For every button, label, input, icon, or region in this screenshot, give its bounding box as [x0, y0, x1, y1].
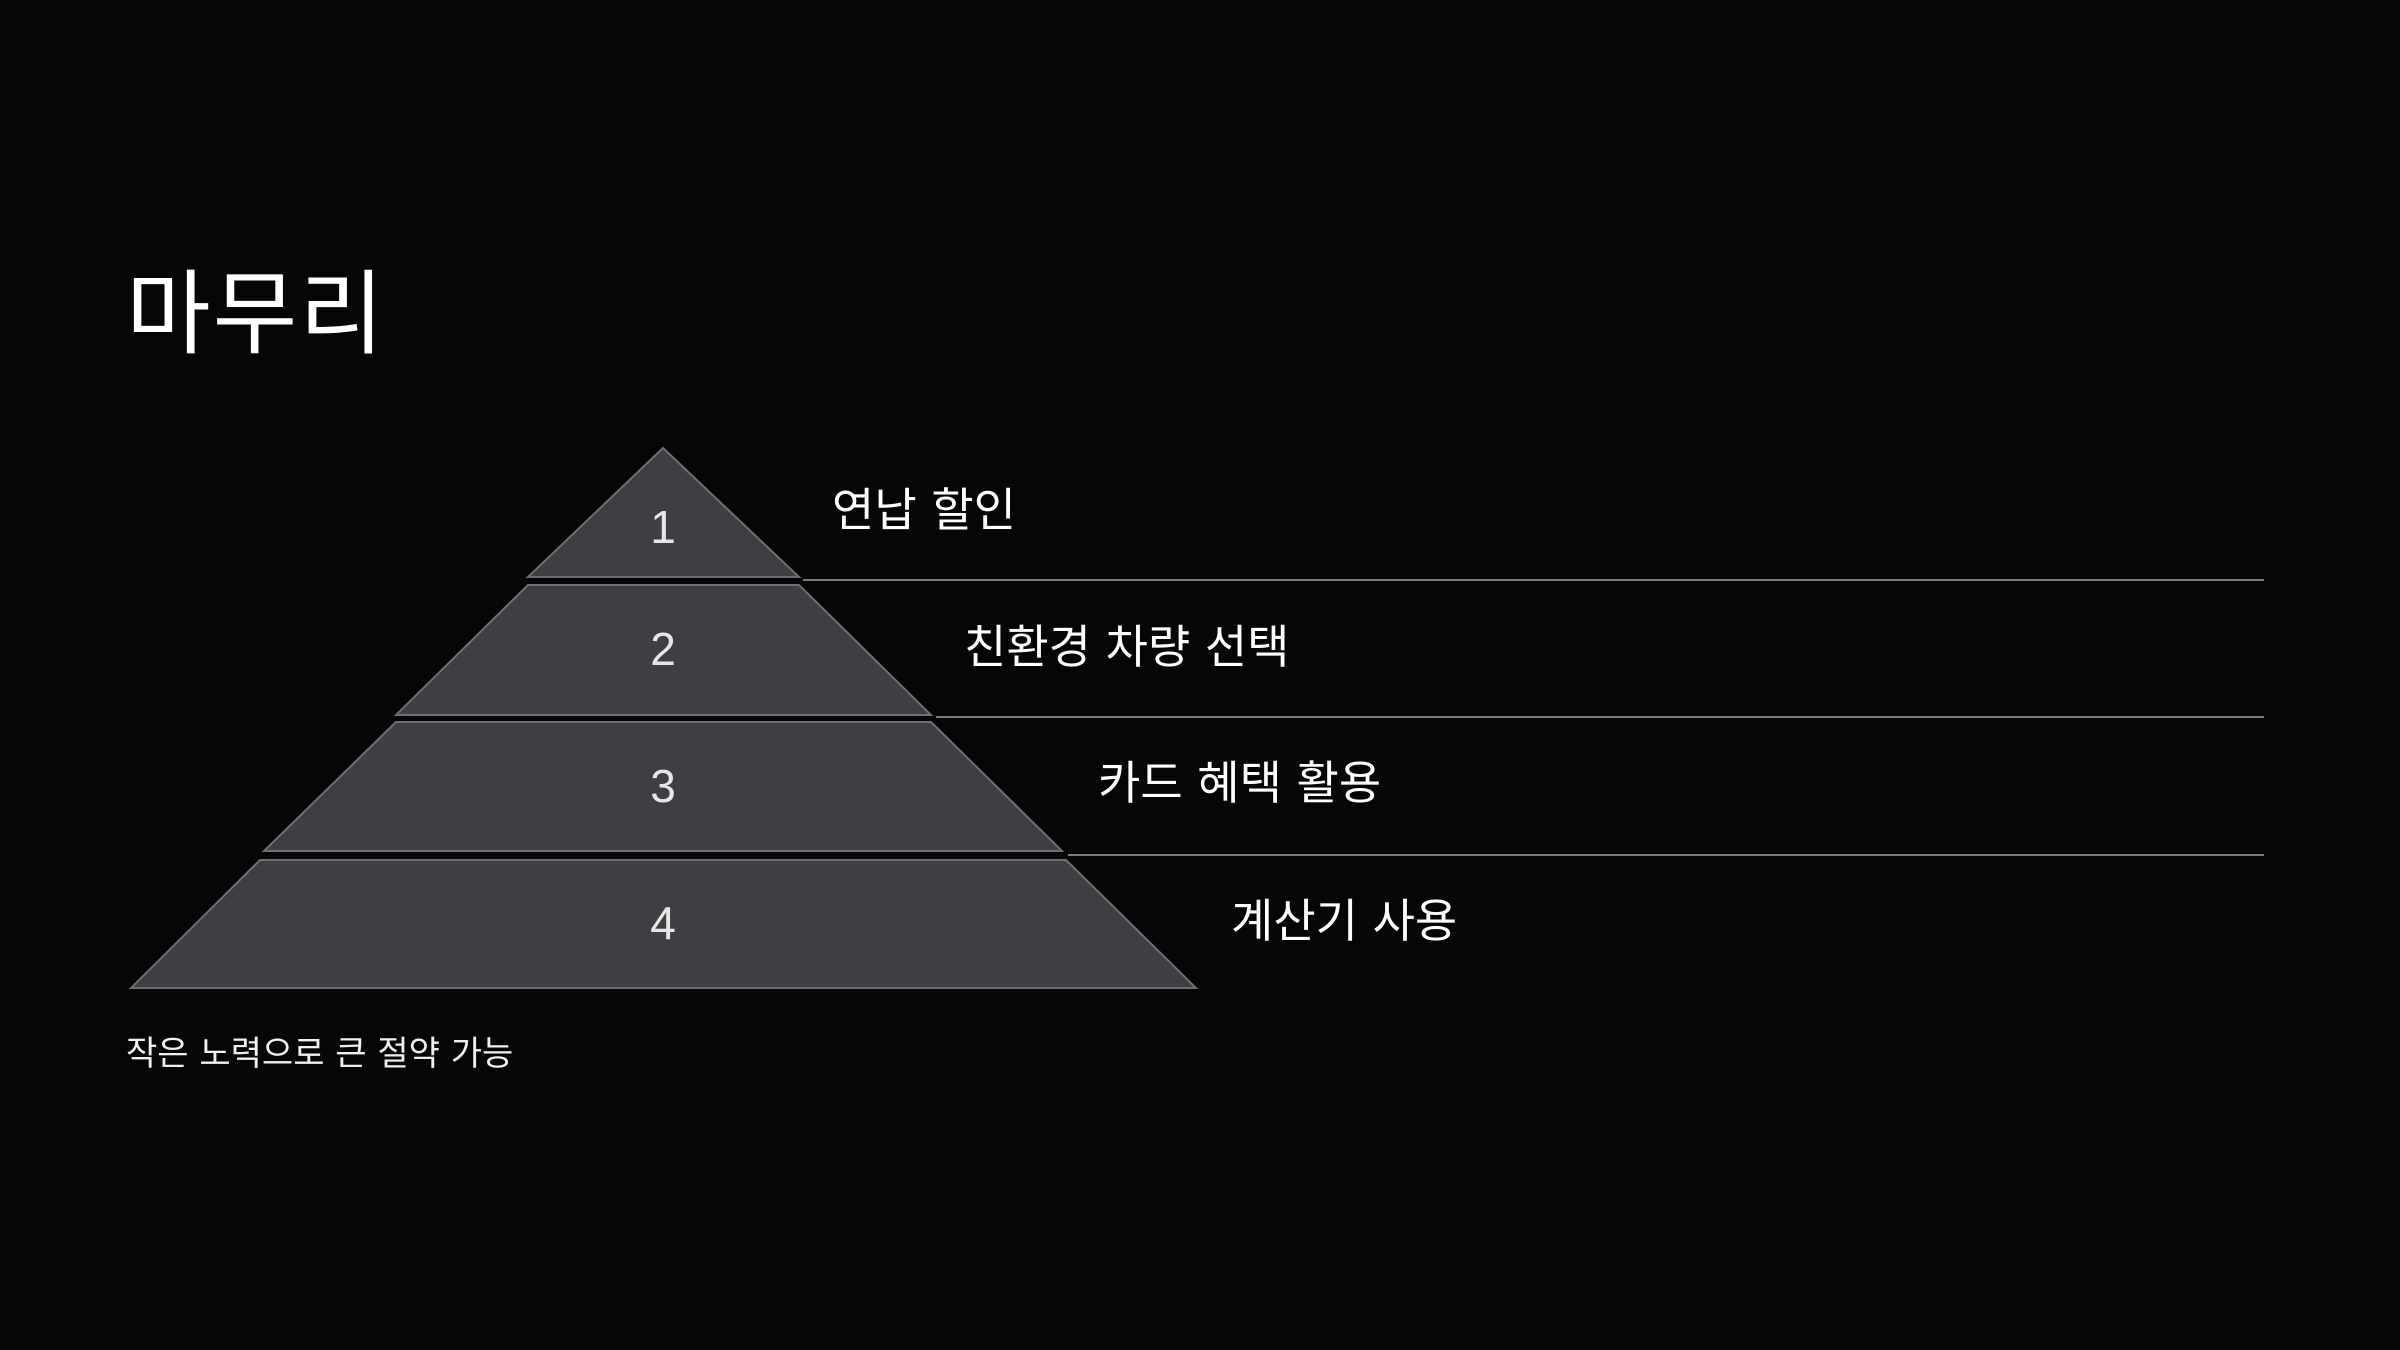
- footnote-text: 작은 노력으로 큰 절약 가능: [126, 1034, 514, 1074]
- pyramid-label-4: 계산기 사용: [1231, 894, 1458, 948]
- pyramid-label-3: 카드 혜택 활용: [1098, 756, 1382, 810]
- slide-title: 마무리: [126, 261, 386, 368]
- pyramid-tier-4: [128, 859, 1199, 989]
- pyramid-tier-1-number: 1: [650, 501, 676, 553]
- pyramid-tier-2: [393, 584, 934, 716]
- pyramid-tier-1: [525, 446, 802, 578]
- pyramid-tier-3: [261, 721, 1065, 852]
- pyramid-tier-3-number: 3: [650, 760, 676, 812]
- pyramid-label-2: 친환경 차량 선택: [964, 620, 1290, 674]
- pyramid-label-1: 연납 할인: [832, 483, 1016, 537]
- pyramid-tier-2-number: 2: [650, 623, 676, 675]
- pyramid-tier-4-number: 4: [650, 897, 676, 949]
